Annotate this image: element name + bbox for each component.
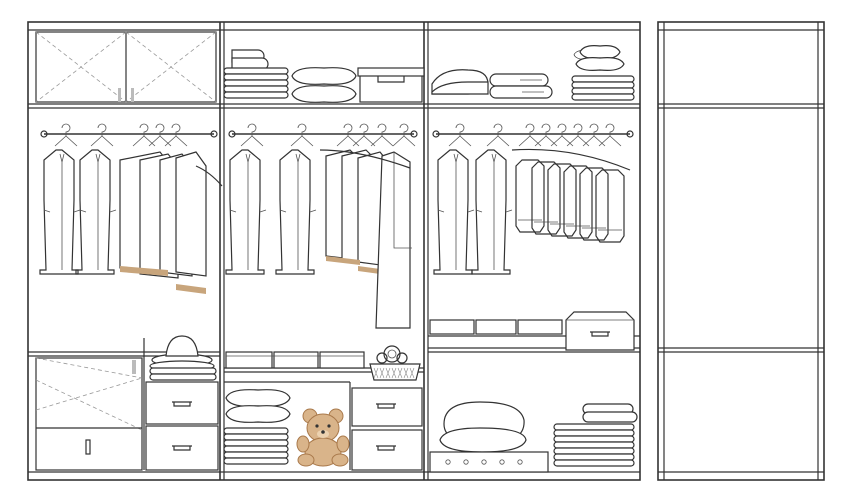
drawer-handle-icon: [171, 445, 193, 451]
shirt-icon: [515, 159, 545, 233]
pillow-icon: [291, 67, 357, 103]
basket-icon: [369, 345, 421, 381]
drawer-handle-icon: [375, 445, 397, 451]
folded-towel-icon: [553, 403, 638, 467]
storage-boxes-right: [428, 311, 640, 351]
pillow-icon: [225, 389, 291, 423]
coats-middle: [225, 149, 317, 275]
right-lower-compartment: [429, 401, 638, 473]
shirt-icon: [531, 161, 561, 235]
hangers-right: [448, 123, 622, 147]
hangers-middle: [240, 123, 416, 147]
pillow-icon: [439, 401, 527, 453]
hangers-left: [54, 123, 188, 147]
coat-icon: [275, 149, 317, 275]
side-panel: [657, 21, 825, 481]
coat-icon: [225, 149, 267, 275]
hanging-rod-right: [432, 130, 634, 138]
shirt-icon: [563, 165, 593, 239]
hat-icon: [149, 335, 217, 381]
drawer-handle-icon: [171, 401, 193, 407]
cabinet-handle-icon: [131, 88, 134, 102]
storage-box-icon: [565, 311, 635, 351]
teddy-bear-icon: [296, 408, 350, 467]
middle-lower-compartment: [223, 381, 351, 470]
right-top-shelf: [431, 45, 635, 101]
coats-left: [39, 149, 117, 275]
storage-box-icon: [357, 67, 425, 103]
shirts-middle: [319, 149, 412, 329]
folded-towel-icon: [223, 427, 289, 465]
shirt-icon: [547, 163, 577, 237]
coat-icon: [471, 149, 513, 275]
shirt-icon: [595, 169, 625, 243]
coat-icon: [433, 149, 475, 275]
coat-icon: [39, 149, 81, 275]
storage-box-handles: [445, 459, 523, 465]
shirts-left: [119, 151, 223, 294]
shirt-icon: [579, 167, 609, 241]
coat-icon: [75, 149, 117, 275]
cabinet-handle-icon: [118, 88, 121, 102]
shirts-right: [511, 148, 631, 243]
drawer-handle-icon: [375, 403, 397, 409]
middle-top-shelf: [223, 49, 425, 103]
pillow-icon: [571, 45, 635, 101]
cabinet-handle-icon: [132, 360, 136, 374]
lower-left-cabinet: [35, 338, 145, 471]
storage-boxes-middle: [225, 351, 365, 369]
folded-towel-icon: [223, 49, 289, 99]
top-glass-cabinet: [35, 31, 217, 103]
hanging-rod-left: [40, 130, 218, 138]
folded-towel-icon: [431, 69, 553, 99]
drawers-middle: [351, 387, 423, 471]
drawers-left: [145, 381, 219, 471]
hanging-rod-middle: [228, 130, 418, 138]
coats-right: [433, 149, 513, 275]
